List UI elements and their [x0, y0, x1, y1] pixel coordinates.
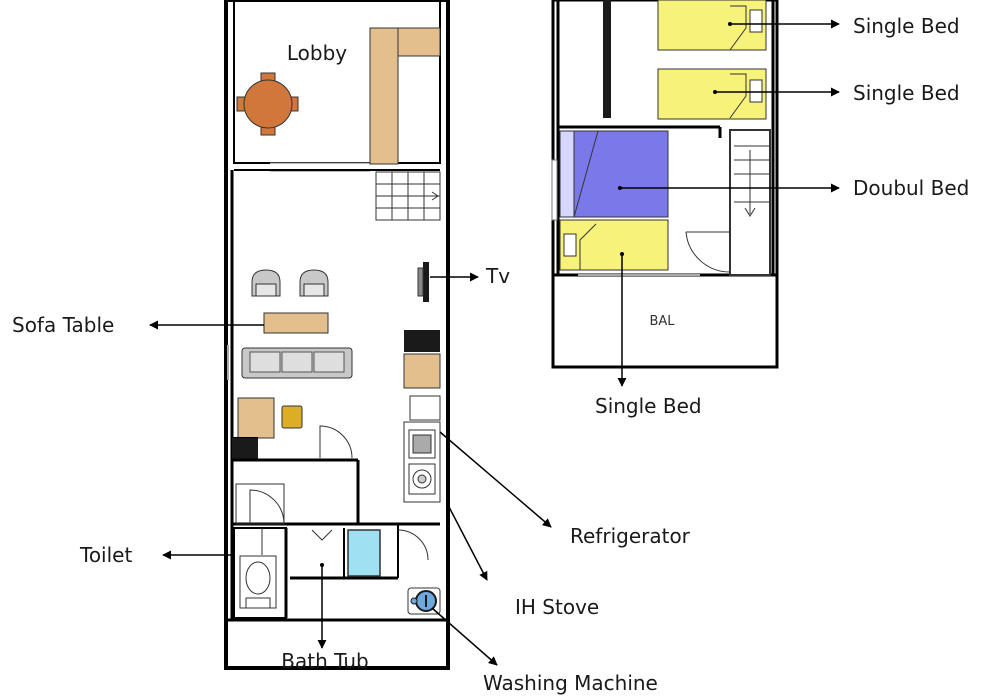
lobby-label: Lobby: [287, 41, 347, 65]
bath-tub: [347, 529, 381, 577]
double-bed: [559, 130, 669, 218]
washing-machine: [407, 587, 441, 615]
balcony-label: BAL: [649, 314, 675, 329]
desk-chair: [281, 405, 303, 429]
sofa: [241, 347, 353, 379]
washing-machine-label: Washing Machine: [483, 671, 658, 695]
ground-floor-outer-wall: [224, 0, 450, 670]
ground-stairs: [375, 171, 441, 221]
sofa-table-label: Sofa Table: [12, 313, 114, 337]
single-bed-1: [657, 0, 767, 51]
double-bed-label: Doubul Bed: [853, 176, 969, 200]
upper-stairs: [729, 129, 771, 276]
toilet-room: [233, 527, 288, 619]
armchairs: [251, 269, 329, 297]
desk: [237, 397, 275, 439]
ground-floor-plan: [224, 0, 450, 670]
lobby-counter-side: [369, 27, 399, 165]
tv-label: Tv: [485, 264, 510, 288]
tv: [417, 262, 429, 302]
single-bed-2: [657, 68, 767, 120]
refrigerator-arrow: [439, 431, 552, 528]
single-bed-label-2: Single Bed: [853, 81, 960, 105]
sofa-table: [263, 312, 329, 334]
cupboard: [403, 353, 441, 389]
kitchen-counter: [403, 421, 441, 503]
toilet-label: Toilet: [79, 543, 132, 567]
washing-machine-arrow: [431, 607, 498, 666]
single-bed-3: [559, 219, 669, 271]
ih-stove-label: IH Stove: [515, 595, 599, 619]
refrigerator: [409, 395, 441, 421]
upper-floor-plan: BAL: [551, 0, 779, 369]
dining-table: [236, 72, 299, 136]
single-bed-label-1: Single Bed: [853, 14, 960, 38]
refrigerator-label: Refrigerator: [570, 524, 691, 548]
single-bed-label-3: Single Bed: [595, 394, 702, 418]
bath-tub-label: Bath Tub: [281, 649, 368, 673]
tall-cabinet: [404, 330, 440, 352]
ih-stove-arrow: [447, 504, 488, 581]
